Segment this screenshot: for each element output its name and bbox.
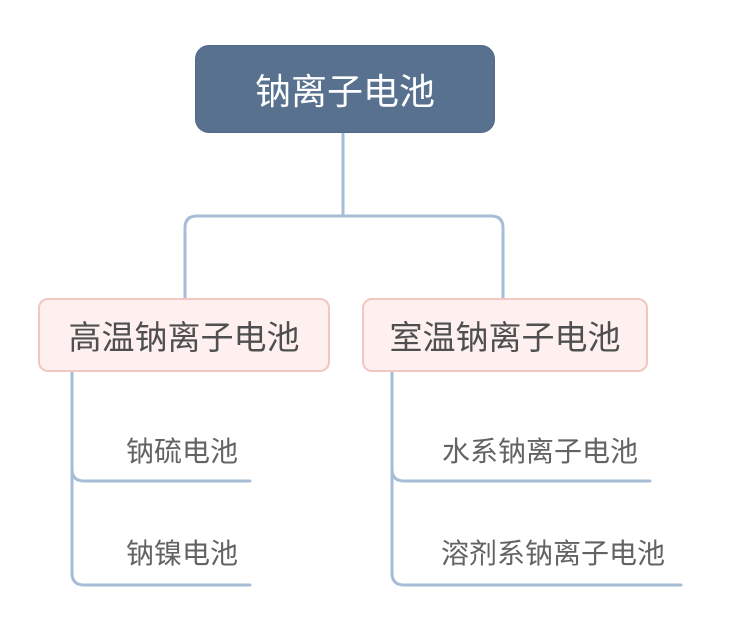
node-leaf-solvent[interactable]: 溶剂系钠离子电池 [440,538,665,569]
node-root-sodium-ion-battery[interactable]: 钠离子电池 [195,45,495,133]
node-branch-room-temperature[interactable]: 室温钠离子电池 [362,298,648,372]
node-leaf-sodium-nickel[interactable]: 钠镍电池 [125,538,238,569]
node-leaf-aqueous[interactable]: 水系钠离子电池 [441,436,638,467]
connector-branch-bracket [183,214,505,300]
node-branch-high-temperature[interactable]: 高温钠离子电池 [38,298,330,372]
node-leaf-sodium-sulfur[interactable]: 钠硫电池 [125,436,238,467]
